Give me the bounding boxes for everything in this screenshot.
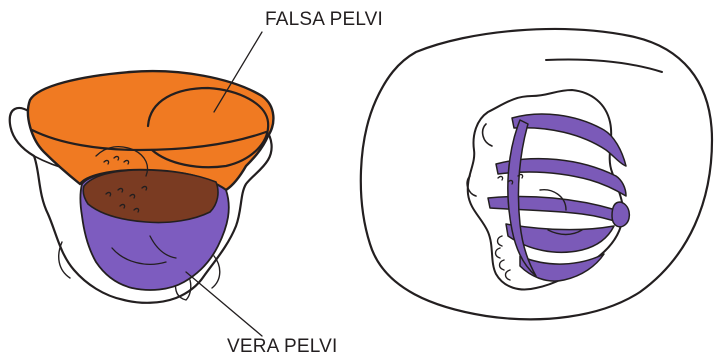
muscle-band-5: [520, 254, 604, 281]
falsa-pelvi-label: FALSA PELVI: [265, 9, 383, 31]
muscle-anchor: [612, 202, 629, 227]
coccyx-detail: [496, 236, 511, 280]
right-pelvis-illustration: [361, 29, 712, 319]
vera-pelvi-label: VERA PELVI: [227, 336, 337, 358]
pelvic-floor-muscles: [488, 114, 629, 281]
left-pelvis-illustration: [10, 32, 274, 336]
vera-leader-line: [186, 272, 262, 336]
